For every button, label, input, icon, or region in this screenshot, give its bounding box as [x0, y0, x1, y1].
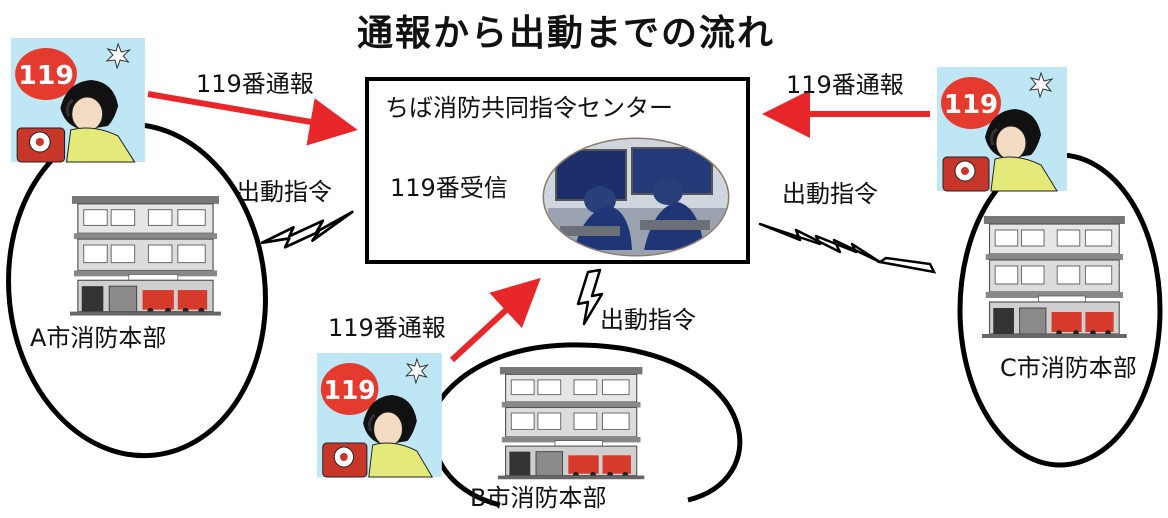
caller-right-icon	[935, 65, 1069, 193]
station-a-building	[69, 195, 222, 317]
station-a-label: A市消防本部	[30, 324, 167, 352]
station-b-building	[497, 366, 645, 480]
call-arrow-left	[147, 91, 358, 146]
operators-photo	[542, 137, 730, 257]
call-arrow-bottom	[449, 277, 541, 363]
dispatch-bolt-right	[758, 222, 937, 274]
caller-bottom-icon	[315, 351, 444, 479]
station-b-label: B市消防本部	[470, 484, 607, 512]
page-title: 通報から出動までの流れ	[357, 13, 776, 54]
station-c-building	[981, 215, 1128, 339]
call-label-right: 119番通報	[786, 71, 904, 99]
dispatch-bolt-bottom	[576, 268, 604, 326]
dispatch-label-bottom: 出動指令	[600, 306, 696, 334]
dispatch-label-right: 出動指令	[782, 180, 878, 208]
dispatch-bolt-left	[260, 210, 354, 249]
call-label-bottom: 119番通報	[328, 314, 446, 342]
call-label-left: 119番通報	[196, 70, 314, 98]
command-center-name: ちば消防共同指令センター	[385, 94, 673, 122]
dispatch-label-left: 出動指令	[236, 178, 332, 206]
caller-left-icon	[9, 36, 147, 164]
station-c-label: C市消防本部	[1000, 354, 1137, 382]
receive-label: 119番受信	[390, 174, 508, 202]
